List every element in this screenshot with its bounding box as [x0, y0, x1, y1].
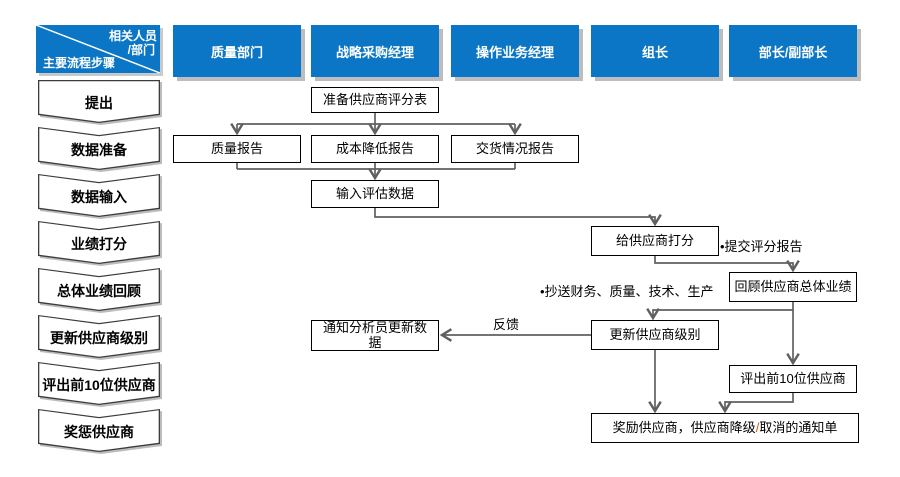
lane-header-minister: 部长/副部长 [729, 25, 857, 77]
node-delivery-status-report: 交货情况报告 [451, 135, 579, 163]
step-reward-punish-suppliers: 奖惩供应商 [38, 409, 160, 452]
connector-score-to-review [654, 256, 800, 273]
node-select-top10-suppliers: 评出前10位供应商 [729, 365, 857, 393]
node-prepare-scoring-form: 准备供应商评分表 [311, 87, 439, 113]
lane-header-strategic-procurement-manager: 战略采购经理 [311, 25, 439, 77]
node-quality-report: 质量报告 [173, 135, 301, 163]
lane-header-quality-dept: 质量部门 [173, 25, 301, 77]
step-update-supplier-level: 更新供应商级别 [38, 315, 160, 358]
node-update-supplier-level: 更新供应商级别 [591, 320, 719, 350]
step-data-preparation: 数据准备 [38, 127, 160, 170]
step-performance-scoring: 业绩打分 [38, 221, 160, 264]
annotation-cc-departments: •抄送财务、质量、技术、生产 [540, 284, 714, 299]
node-input-evaluation-data: 输入评估数据 [311, 180, 439, 208]
node-notify-analyst-update-data: 通知分析员更新数 据 [311, 320, 439, 351]
step-label: 总体业绩回顾 [57, 282, 141, 299]
matrix-corner-header: 相关人员 /部门 主要流程步骤 [36, 25, 160, 73]
matrix-label-dept: /部门 [127, 43, 155, 57]
step-propose: 提出 [38, 80, 160, 123]
node-cost-reduction-report: 成本降低报告 [311, 135, 439, 163]
step-label: 奖惩供应商 [64, 423, 134, 440]
step-top10-suppliers: 评出前10位供应商 [38, 362, 160, 405]
annotation-submit-scoring-report: •提交评分报告 [720, 239, 803, 254]
lane-header-team-leader: 组长 [591, 25, 719, 77]
reward-text-part2: 取消的通知单 [759, 419, 838, 435]
step-label: 数据准备 [71, 141, 127, 158]
matrix-label-steps: 主要流程步骤 [43, 56, 116, 70]
step-label: 数据输入 [71, 188, 127, 205]
reward-text-slash: / [755, 419, 760, 435]
node-review-overall-performance: 回顾供应商总体业绩 [729, 272, 857, 302]
lane-header-operations-business-manager: 操作业务经理 [451, 25, 579, 77]
step-overall-review: 总体业绩回顾 [38, 268, 160, 311]
diagonal-divider-line [36, 25, 160, 73]
reward-text-part1: 奖励供应商，供应商降级 [612, 419, 756, 435]
step-label: 评出前10位供应商 [42, 376, 156, 393]
step-label: 业绩打分 [71, 235, 127, 252]
step-shape-fill [39, 81, 158, 121]
step-label: 提出 [85, 94, 113, 111]
step-data-input: 数据输入 [38, 174, 160, 217]
annotation-feedback-label: 反馈 [492, 317, 519, 332]
connector-top10-to-reward [718, 393, 794, 414]
connector-review-to-update [646, 302, 794, 321]
node-reward-downgrade-notice: 奖励供应商，供应商降级/取消的通知单 [591, 413, 859, 443]
connector-input-to-score [374, 208, 662, 227]
step-label: 更新供应商级别 [50, 329, 148, 346]
matrix-label-roles: 相关人员 [108, 29, 157, 43]
node-score-suppliers: 给供应商打分 [591, 226, 719, 256]
